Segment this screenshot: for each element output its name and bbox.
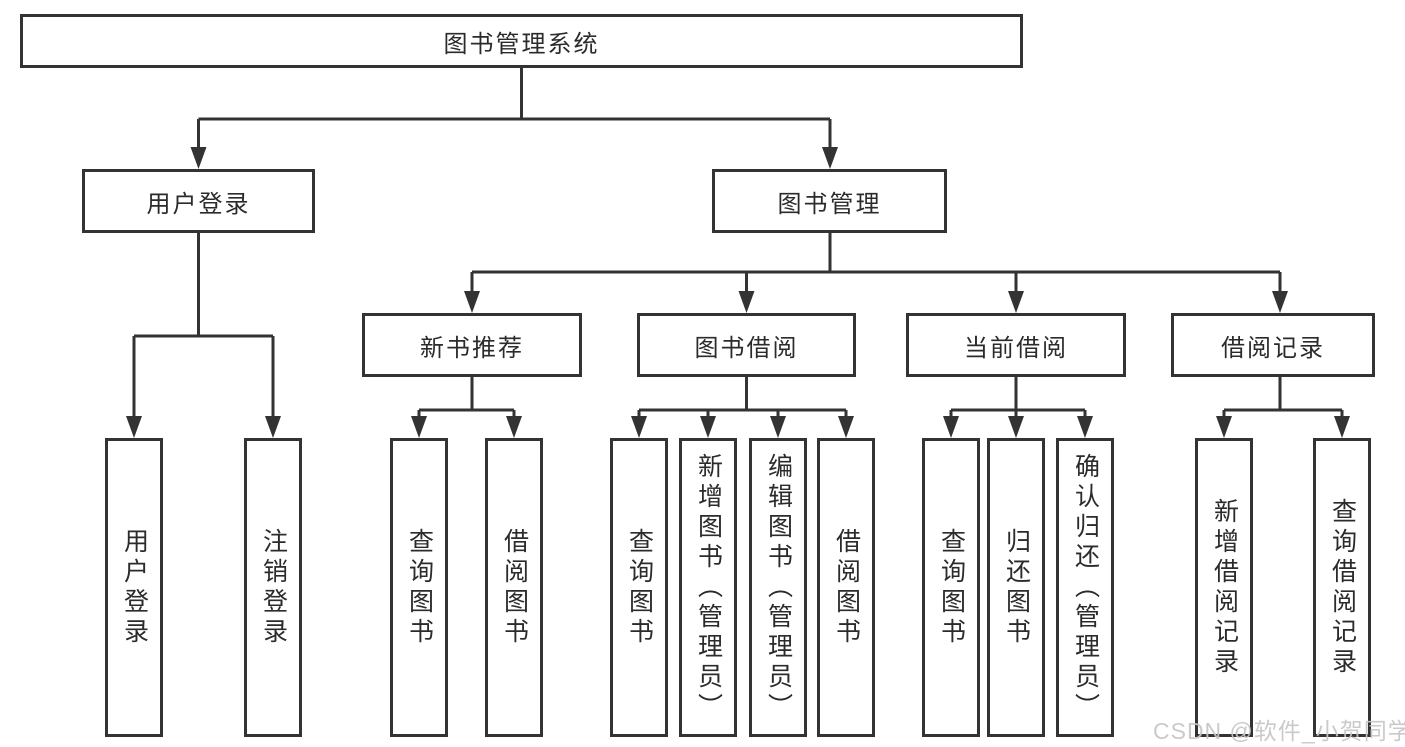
- node-add-borrow-record: 新增借阅记录: [1195, 438, 1253, 737]
- node-borrow-books-recommend: 借阅图书: [485, 438, 543, 737]
- node-logout: 注销登录: [244, 438, 302, 737]
- node-return-book: 归还图书: [987, 438, 1045, 737]
- node-borrow-records: 借阅记录: [1171, 313, 1375, 377]
- node-book-management: 图书管理: [712, 169, 947, 233]
- node-library-system: 图书管理系统: [20, 14, 1023, 68]
- node-user-login-leaf: 用户登录: [105, 438, 163, 737]
- node-book-borrow: 图书借阅: [637, 313, 856, 377]
- node-query-borrow-record: 查询借阅记录: [1313, 438, 1371, 737]
- node-edit-book-admin: 编辑图书（管理员）: [749, 438, 807, 737]
- node-current-borrow: 当前借阅: [906, 313, 1126, 377]
- node-user-login: 用户登录: [82, 169, 315, 233]
- node-query-books-recommend: 查询图书: [390, 438, 448, 737]
- node-add-book-admin: 新增图书（管理员）: [679, 438, 737, 737]
- node-confirm-return-admin: 确认归还（管理员）: [1056, 438, 1114, 737]
- node-borrow-books-leaf: 借阅图书: [817, 438, 875, 737]
- node-query-books-current: 查询图书: [922, 438, 980, 737]
- watermark: CSDN @软件_小贺同学: [1153, 718, 1405, 744]
- node-new-book-recommend: 新书推荐: [362, 313, 582, 377]
- node-query-books-borrow: 查询图书: [610, 438, 668, 737]
